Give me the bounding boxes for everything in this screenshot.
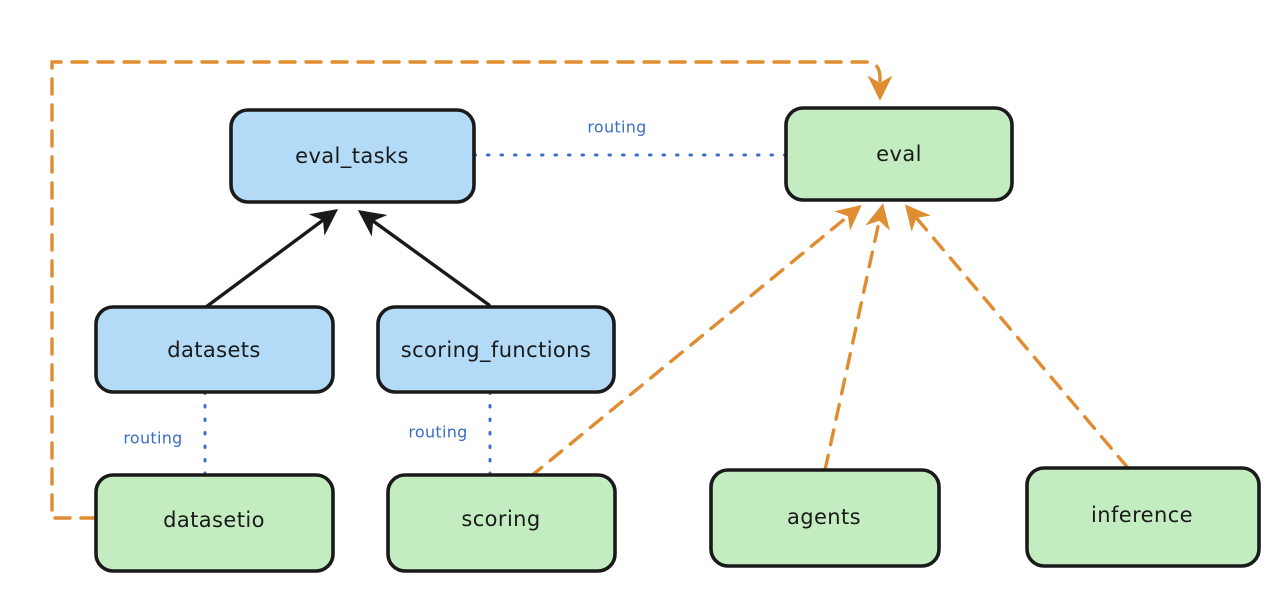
edge-scoring-eval	[528, 204, 862, 479]
node-datasetio[interactable]: datasetio	[94, 473, 335, 573]
edge-datasetio-eval	[50, 60, 893, 520]
node-shape-scoring	[386, 473, 617, 573]
node-label-agents: agents	[787, 505, 861, 529]
node-scoring_functions[interactable]: scoring_functions	[376, 305, 616, 394]
node-label-inference: inference	[1091, 503, 1193, 527]
node-label-datasets: datasets	[167, 338, 261, 362]
node-shape-inference	[1025, 466, 1261, 568]
edge-label-routing-datasetio: routing	[123, 429, 182, 448]
node-shape-datasetio	[94, 473, 335, 573]
node-datasets[interactable]: datasets	[94, 305, 335, 394]
edge-agents-eval	[823, 203, 890, 472]
node-shape-eval	[784, 106, 1014, 202]
node-shape-datasets	[94, 305, 335, 394]
node-shape-scoring_functions	[376, 305, 616, 394]
node-inference[interactable]: inference	[1025, 466, 1261, 568]
node-scoring[interactable]: scoring	[386, 473, 617, 573]
edge-group-provider	[50, 60, 1130, 520]
node-label-scoring: scoring	[461, 507, 540, 531]
node-label-eval: eval	[876, 142, 922, 166]
edge-scoring-functions-eval-tasks	[357, 210, 491, 307]
edge-group-solid	[204, 208, 491, 309]
node-label-scoring_functions: scoring_functions	[401, 338, 591, 363]
edge-group-routing	[203, 153, 788, 477]
edge-inference-eval	[904, 204, 1130, 470]
node-eval_tasks[interactable]: eval_tasks	[229, 108, 476, 204]
edge-label-routing-scoring: routing	[408, 423, 467, 442]
edge-datasets-eval-tasks	[204, 208, 339, 309]
edge-label-group: routing routing routing	[123, 118, 646, 448]
node-shape-eval_tasks	[229, 108, 476, 204]
node-label-eval_tasks: eval_tasks	[295, 144, 409, 169]
node-agents[interactable]: agents	[709, 468, 941, 568]
node-label-datasetio: datasetio	[163, 508, 265, 532]
node-shape-agents	[709, 468, 941, 568]
node-eval[interactable]: eval	[784, 106, 1014, 202]
edge-label-routing-eval: routing	[587, 118, 646, 137]
